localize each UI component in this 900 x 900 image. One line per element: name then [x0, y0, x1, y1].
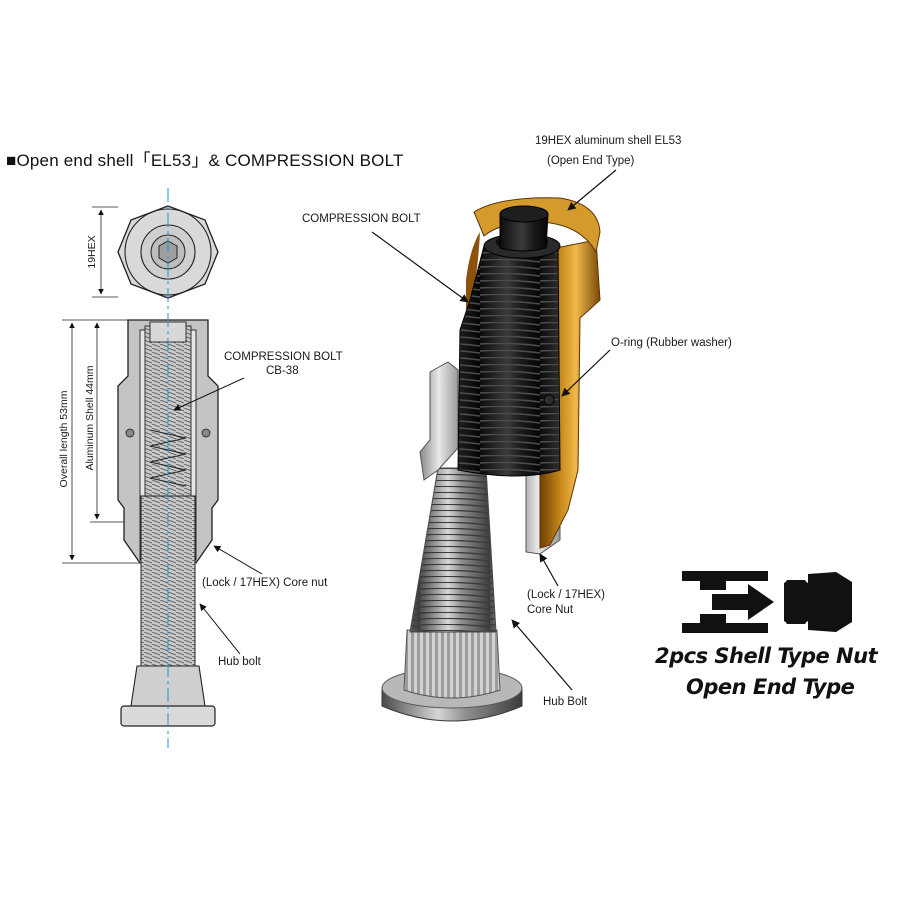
render-shell-type: (Open End Type) [547, 155, 635, 167]
drawing-compression-bolt-label: COMPRESSION BOLT [224, 351, 343, 363]
nut-silhouette-icon [784, 572, 852, 632]
shell-length-label: Aluminum Shell 44mm [84, 365, 96, 471]
technical-drawing [62, 188, 263, 748]
render-core-nut-line2: Core Nut [527, 604, 574, 616]
shell-silhouette-icon [682, 571, 768, 633]
render-o-ring-label: O-ring (Rubber washer) [611, 337, 732, 349]
hex-dimension [92, 206, 118, 298]
brand-line-2: Open End Type [686, 675, 855, 699]
render-core-nut-line1: (Lock / 17HEX) [527, 589, 605, 601]
brand-logo-graphic [682, 571, 852, 633]
arrow-right-icon [712, 584, 774, 620]
page-title: ■Open end shell「EL53」& COMPRESSION BOLT [6, 151, 404, 170]
render-compression-bolt-label: COMPRESSION BOLT [302, 213, 421, 225]
drawing-hub-bolt-label: Hub bolt [218, 656, 261, 668]
cutaway-render [371, 169, 617, 722]
render-leaders [371, 169, 617, 691]
render-hub-bolt-label: Hub Bolt [543, 696, 588, 708]
drawing-leaders [173, 377, 263, 655]
overall-length-label: Overall length 53mm [58, 390, 70, 488]
drawing-compression-bolt-code: CB-38 [266, 365, 299, 377]
length-dimensions [62, 319, 140, 564]
hex-width-label: 19HEX [86, 235, 98, 269]
drawing-core-nut-label: (Lock / 17HEX) Core nut [202, 577, 328, 589]
render-shell-label: 19HEX aluminum shell EL53 [535, 135, 682, 147]
brand-line-1: 2pcs Shell Type Nut [655, 644, 878, 668]
